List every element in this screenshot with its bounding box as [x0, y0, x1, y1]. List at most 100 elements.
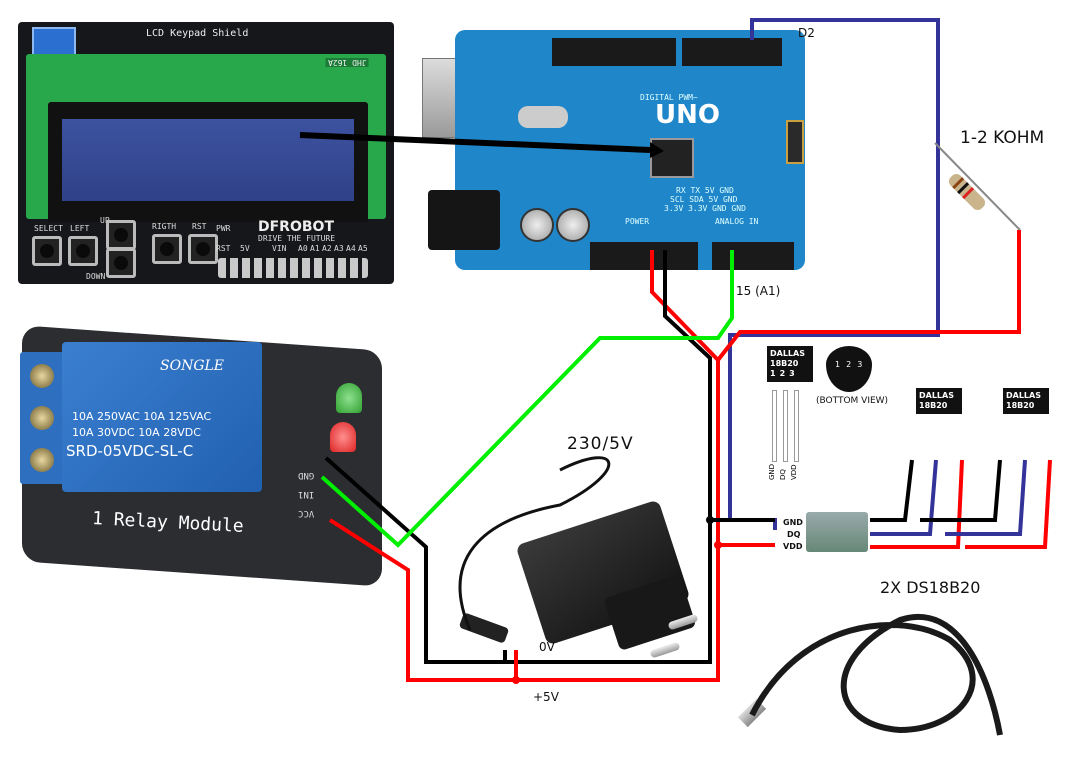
resistor-label: 1-2 KOHM: [960, 128, 1045, 148]
ref-pin-name-dq: DQ: [779, 469, 787, 480]
btn-label-left: LEFT: [70, 224, 90, 233]
chip-2-text: DALLAS 18B20: [1006, 391, 1041, 410]
to92-bottom-view: 123: [826, 346, 872, 392]
ds18b20-chip-1: DALLAS 18B20: [916, 388, 962, 414]
resistor-leads: [934, 142, 1021, 231]
ref-pin-name-gnd: GND: [768, 463, 776, 480]
relay-pin-vcc: VCC: [298, 508, 315, 518]
reset-button[interactable]: [188, 234, 218, 264]
contrast-potentiometer: [32, 27, 76, 59]
ref-leg-vdd: [794, 390, 799, 462]
ref-pin-name-vdd: VDD: [790, 464, 798, 480]
pin-numbers: 123: [770, 369, 799, 378]
arduino-uno-board: [455, 30, 805, 270]
header-label-a1: A1: [310, 244, 320, 253]
header-label-rst: RST: [216, 244, 231, 253]
relay-spec-line-1: 10A 250VAC 10A 125VAC: [72, 410, 212, 423]
ref-leg-dq: [783, 390, 788, 462]
bottom-view-pin-numbers: 123: [835, 360, 869, 369]
left-button[interactable]: [68, 236, 98, 266]
dfrobot-tagline: DRIVE THE FUTURE: [258, 234, 336, 243]
ds18b20-chip-2: DALLAS 18B20: [1003, 388, 1049, 414]
relay-housing: [62, 342, 262, 492]
atmega-chip: [650, 138, 694, 178]
capacitor-1: [520, 208, 554, 242]
wire-a1-relay-in: [320, 250, 734, 548]
power-header-label: POWER: [625, 217, 650, 226]
silk-row-2: SCL SDA 5V GND: [670, 195, 738, 204]
btn-label-up: UP: [100, 216, 110, 225]
chip-1-text: DALLAS 18B20: [919, 391, 954, 410]
sensor1-vdd-lead: [870, 459, 964, 549]
btn-label-down: DOWN: [86, 272, 106, 281]
green-led: [336, 383, 362, 413]
relay-screw-terminal: [20, 352, 64, 484]
red-led: [330, 422, 356, 452]
screw-terminal-3: [30, 448, 54, 472]
btn-label-select: SELECT: [34, 224, 63, 233]
btn-label-rst: RST: [192, 222, 207, 231]
positive-terminal-label: +5V: [533, 690, 559, 704]
power-supply-label: 230/5V: [567, 434, 634, 454]
analog-in-label: ANALOG IN: [715, 217, 759, 226]
sensor-probe-label: 2X DS18B20: [880, 578, 981, 597]
dc-plug: [458, 612, 510, 644]
shield-header-pins: [218, 258, 368, 278]
digital-pwm-label: DIGITAL PWM~: [640, 93, 698, 102]
a1-pin-label: 15 (A1): [736, 284, 781, 298]
ground-terminal-label: 0V: [539, 640, 555, 654]
relay-model: SRD-05VDC-SL-C: [66, 442, 194, 460]
capacitor-2: [556, 208, 590, 242]
lcd-shield-title: LCD Keypad Shield: [146, 28, 249, 39]
silk-row-3: 3.3V 3.3V GND GND: [664, 204, 746, 213]
up-button[interactable]: [106, 220, 136, 250]
power-header: [590, 242, 698, 270]
right-button[interactable]: [152, 234, 182, 264]
resistor-band-1: [952, 177, 965, 190]
lcd-module-pcb: JHD 162A: [26, 54, 386, 222]
sensor1-gnd-lead: [870, 459, 914, 522]
probe-steel-tip: [737, 698, 767, 728]
relay-brand: SONGLE: [160, 358, 225, 374]
uno-label: UNO: [655, 100, 720, 130]
bottom-view-label: (BOTTOM VIEW): [816, 396, 889, 406]
pwr-label: PWR: [216, 224, 231, 233]
supply-5v-junction: [512, 676, 520, 684]
screw-terminal-1: [30, 364, 54, 388]
dallas-chip-text: DALLAS 18B20: [770, 349, 805, 368]
header-label-a0: A0: [298, 244, 308, 253]
connector-label-gnd: GND: [783, 518, 803, 527]
analog-header: [712, 242, 794, 270]
sensor2-vdd-lead: [965, 459, 1052, 549]
lcd-keypad-shield: LCD Keypad Shield JHD 162A SELECT LEFT U…: [18, 22, 394, 284]
vdd-junction: [714, 541, 722, 549]
plug-prong-2: [649, 641, 681, 659]
resistor-band-3: [962, 187, 975, 200]
lcd-screen: [62, 119, 354, 201]
header-label-5v: 5V: [240, 244, 250, 253]
sensor2-gnd-lead: [920, 459, 1002, 522]
silk-row-1: RX TX 5V GND: [676, 186, 734, 195]
d2-pin-label: D2: [798, 26, 815, 40]
ds18b20-reference-chip: DALLAS 18B20 123: [767, 346, 813, 382]
icsp-header: [786, 120, 804, 164]
select-button[interactable]: [32, 236, 62, 266]
btn-label-right: RIGTH: [152, 222, 177, 231]
connector-label-dq: DQ: [787, 530, 801, 539]
header-label-a4: A4: [346, 244, 356, 253]
ref-leg-gnd: [772, 390, 777, 462]
relay-pin-in1: IN1: [298, 489, 315, 499]
down-button[interactable]: [106, 248, 136, 278]
connector-label-vdd: VDD: [783, 542, 803, 551]
sensor-probe-cable: [749, 614, 1003, 736]
wire-connector-block: [806, 512, 868, 552]
header-label-vin: VIN: [272, 244, 287, 253]
resistor-band-2: [957, 182, 970, 195]
sensor1-dq-lead: [870, 459, 938, 536]
crystal-oscillator: [518, 106, 568, 128]
resistor-body: [948, 173, 986, 211]
header-label-a3: A3: [334, 244, 344, 253]
screw-terminal-2: [30, 406, 54, 430]
sensor2-dq-lead: [945, 459, 1027, 536]
digital-header-high: [552, 38, 676, 66]
